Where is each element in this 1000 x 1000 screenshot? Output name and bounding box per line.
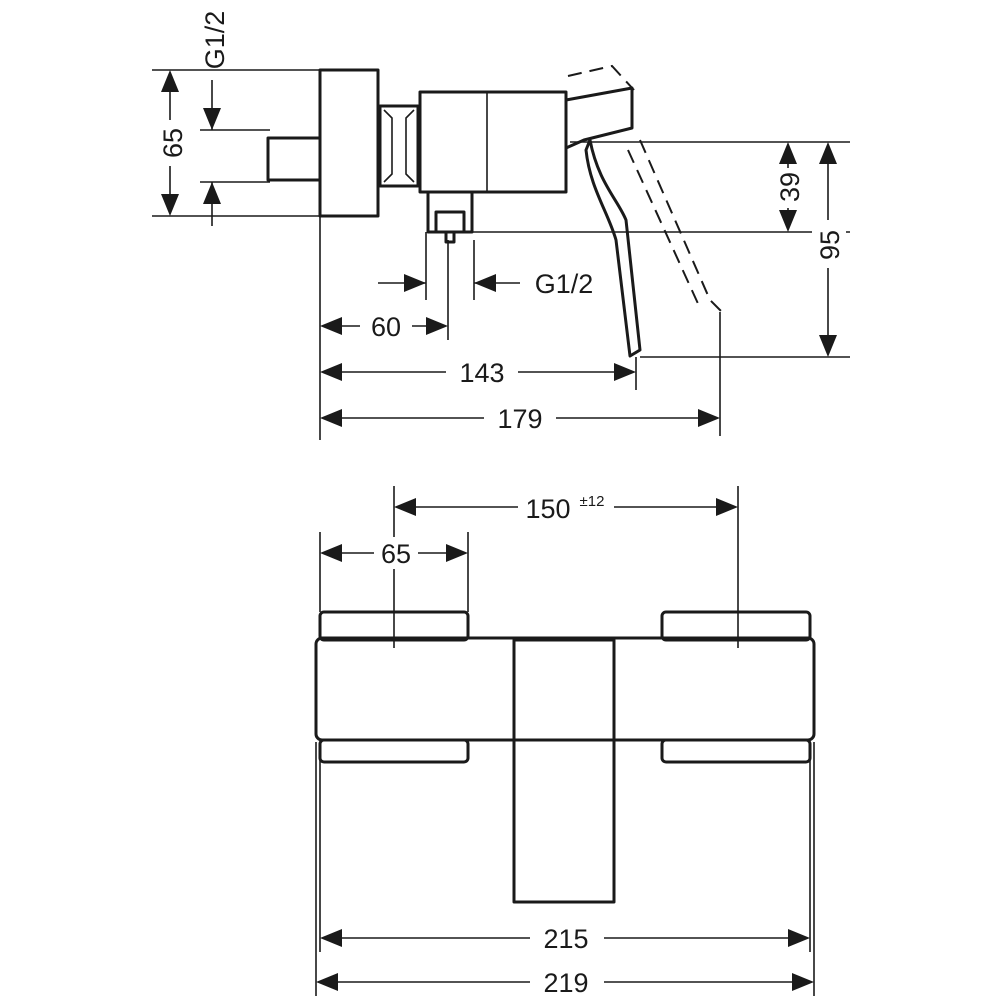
dimension-65-label: 65 <box>158 128 188 158</box>
dimension-179-total-depth: 179 <box>320 402 720 434</box>
dimension-150-tolerance: ±12 <box>580 493 605 510</box>
handle-side <box>564 86 634 150</box>
rosette-right-top <box>660 610 812 642</box>
mixer-body-side <box>418 90 568 194</box>
dimension-60-depth: 60 <box>320 310 448 342</box>
lever-alternate-position <box>567 64 723 313</box>
dimension-215-label: 215 <box>543 924 588 954</box>
front-view: 150 ±12 65 215 219 <box>314 486 816 998</box>
dimension-95-total-height: 95 <box>812 142 846 357</box>
wall-rosette-side <box>318 68 380 218</box>
lever-side <box>584 138 642 358</box>
dimension-39-label: 39 <box>775 172 805 202</box>
inlet-pipe-stub <box>266 136 322 182</box>
connector-nut <box>378 104 420 188</box>
dimension-219-label: 219 <box>543 968 588 998</box>
dimension-95-label: 95 <box>815 230 845 260</box>
dimension-60-label: 60 <box>371 312 401 342</box>
dimension-143-label: 143 <box>459 358 504 388</box>
dimension-219-total-width: 219 <box>316 966 814 998</box>
inlet-thread-label: G1/2 <box>200 11 230 70</box>
dimension-65-rosette: 65 <box>320 537 468 569</box>
mixer-body-front <box>314 636 816 742</box>
dimension-150-centre-distance: 150 ±12 <box>394 490 738 524</box>
outlet-thread-label: G1/2 <box>535 269 594 299</box>
dimension-215-width: 215 <box>320 922 810 954</box>
outlet-thread-dimension: G1/2 <box>378 269 593 299</box>
rosette-left-bottom <box>318 738 470 764</box>
rosette-right-bottom <box>660 738 812 764</box>
dimension-150-label: 150 <box>525 494 570 524</box>
side-view: 65 G1/2 39 95 <box>152 11 850 440</box>
lever-front <box>512 638 616 904</box>
outlet-stub <box>426 190 474 244</box>
dimension-143-depth: 143 <box>320 356 636 388</box>
dimension-39-outlet-height: 39 <box>772 142 806 232</box>
dimension-65-front-label: 65 <box>381 539 411 569</box>
inlet-thread-dimension: G1/2 <box>200 11 230 226</box>
dimension-65-inlet-height: 65 <box>152 70 188 216</box>
dimension-179-label: 179 <box>497 404 542 434</box>
